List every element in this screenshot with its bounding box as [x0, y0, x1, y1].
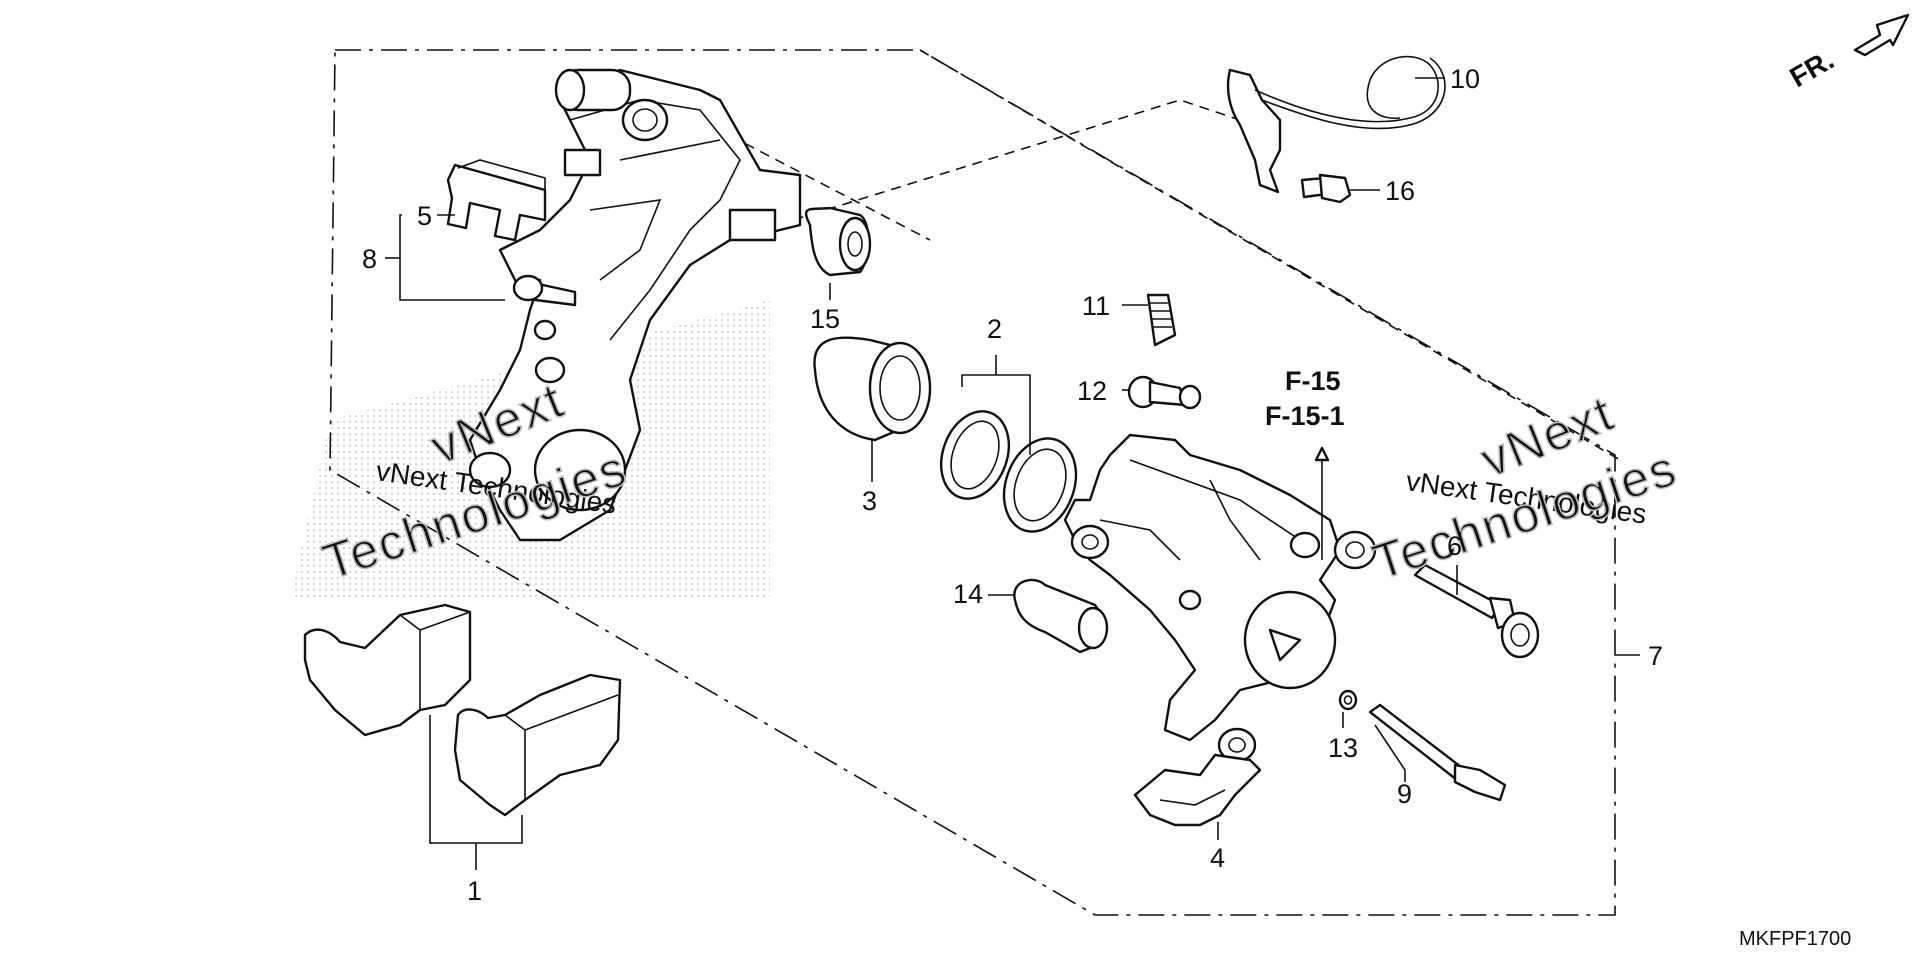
hose-clamp	[1226, 55, 1446, 194]
callout-5: 5	[417, 201, 432, 231]
piston	[813, 336, 932, 442]
reference-labels: F-15 F-15-1	[1265, 366, 1345, 431]
callout-2: 2	[987, 314, 1002, 344]
slide-pin	[1413, 563, 1540, 659]
callout-16: 16	[1385, 176, 1415, 206]
hose-clamp-bolt	[1300, 173, 1352, 204]
front-direction-indicator: FR.	[1785, 13, 1910, 93]
brake-pads	[303, 603, 622, 817]
boot	[804, 206, 872, 277]
callout-15: 15	[810, 304, 840, 334]
front-direction-label: FR.	[1785, 44, 1840, 93]
callout-3: 3	[862, 486, 877, 516]
callout-13: 13	[1328, 733, 1358, 763]
callout-6: 6	[1447, 531, 1462, 561]
callout-12: 12	[1077, 376, 1107, 406]
washer	[1338, 689, 1358, 711]
callout-7: 7	[1648, 641, 1663, 671]
reference-label-f15: F-15	[1285, 366, 1341, 396]
caliper-bracket	[468, 68, 802, 542]
callout-11: 11	[1082, 291, 1110, 321]
piston-seals	[940, 410, 1078, 533]
leader-lines	[385, 77, 1640, 870]
callout-10: 10	[1450, 64, 1480, 94]
bleeder-cap	[1127, 375, 1202, 410]
reference-label-f15-1: F-15-1	[1265, 401, 1345, 431]
callout-numbers: 1 2 3 4 5 6 7 8 9 10 11 12 13 14 15 16	[362, 64, 1663, 906]
pad-spring-bracket	[446, 159, 547, 242]
pin-boot	[1013, 578, 1109, 654]
callout-9: 9	[1397, 779, 1412, 809]
bleeder-screw	[1146, 293, 1177, 347]
callout-8: 8	[362, 244, 377, 274]
callout-1: 1	[467, 876, 482, 906]
pad-spring-caliper	[1133, 753, 1262, 827]
callout-4: 4	[1210, 843, 1225, 873]
caliper-body	[1063, 433, 1377, 763]
part-code: MKFPF1700	[1739, 928, 1851, 950]
pin-bolt	[1368, 703, 1507, 802]
callout-14: 14	[953, 579, 983, 609]
